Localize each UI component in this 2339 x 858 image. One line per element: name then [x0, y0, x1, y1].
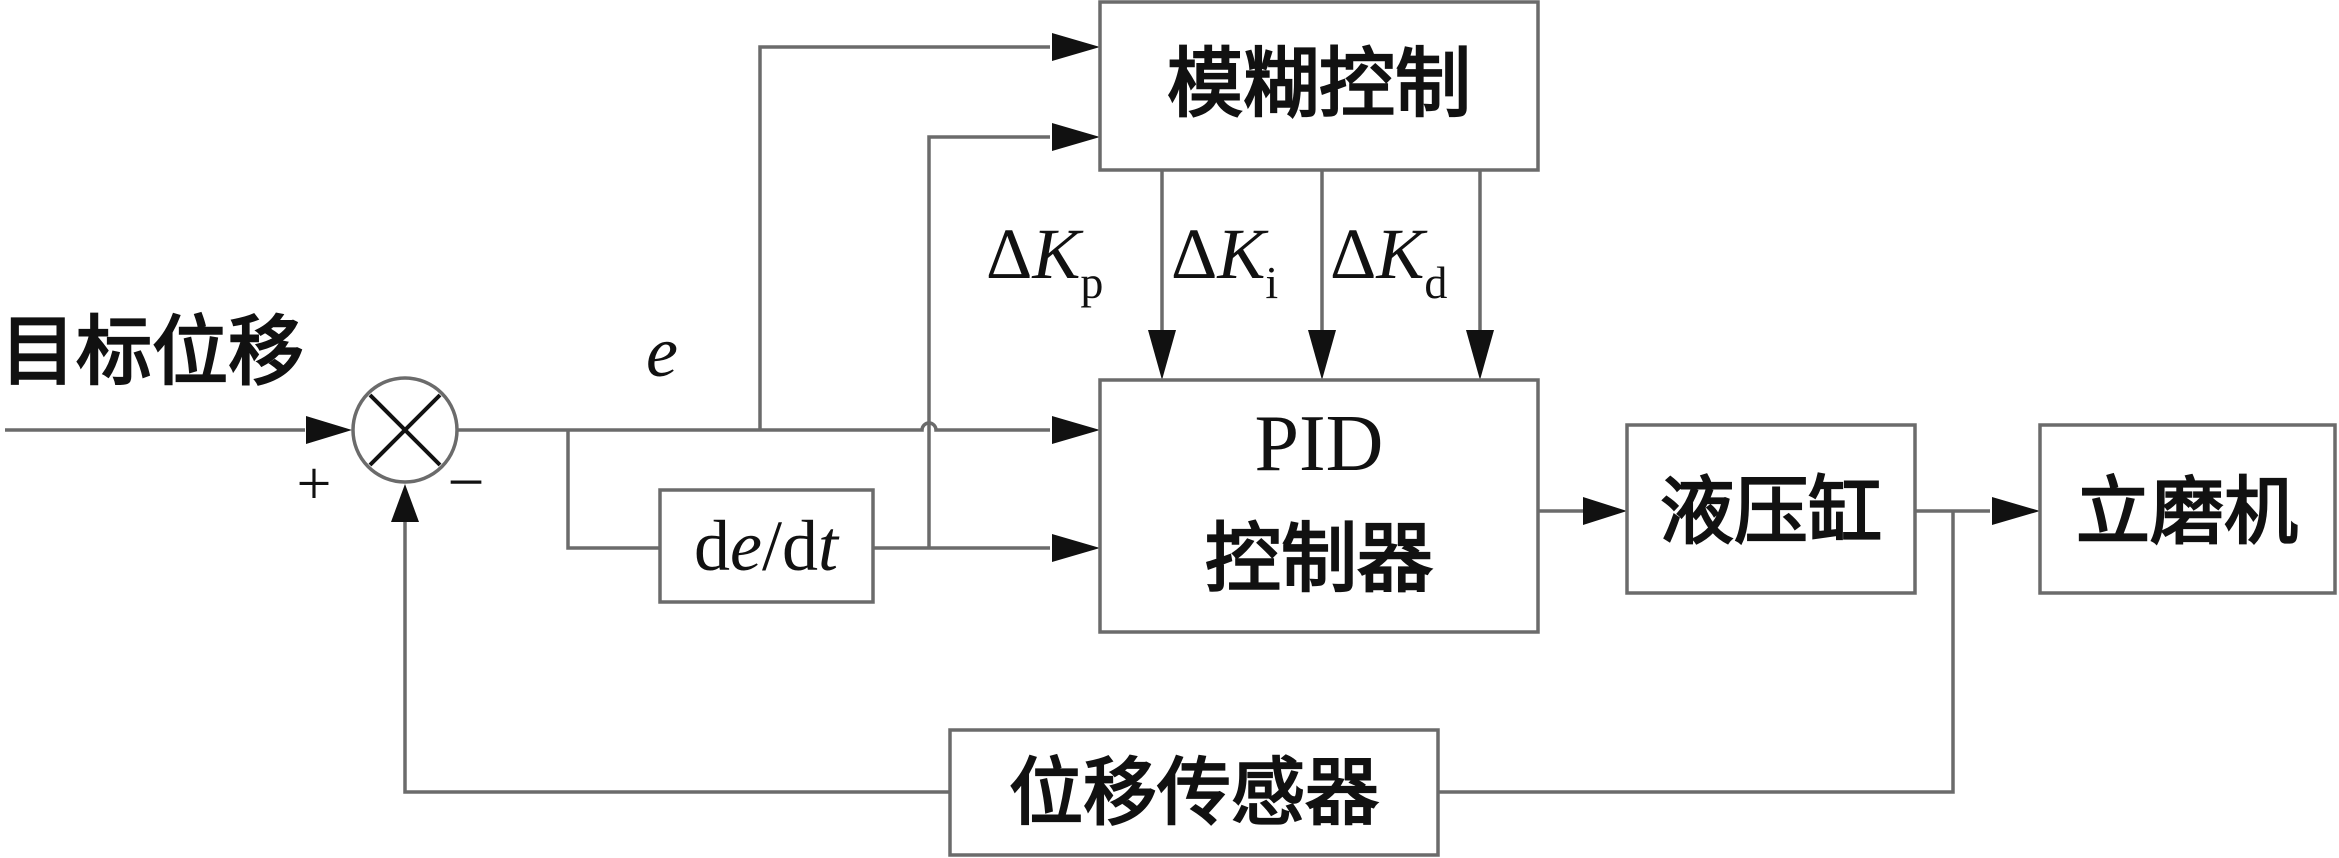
vertical-mill-label: 立磨机	[2076, 469, 2298, 555]
arrow-gain-i	[1308, 330, 1336, 380]
arrow-fuzzy-in-1	[1052, 33, 1100, 61]
derivative-to-fuzzy-line	[927, 135, 1050, 548]
arrow-to-cylinder	[1583, 497, 1627, 525]
arrow-pid-in-e	[1052, 416, 1100, 444]
arrow-pid-in-de	[1052, 534, 1100, 562]
plus-sign: +	[297, 450, 332, 518]
fuzzy-control-block: 模糊控制	[1098, 0, 1540, 172]
vertical-mill-block: 立磨机	[2038, 423, 2337, 595]
hydraulic-cylinder-label: 液压缸	[1660, 469, 1882, 555]
arrow-input	[306, 416, 352, 444]
derivative-label: de/dt	[694, 506, 840, 586]
summing-junction	[351, 376, 459, 484]
feedback-to-sensor-line	[1438, 511, 1955, 794]
gain-labels: ΔKp ΔKi ΔKd	[986, 214, 1447, 308]
arrow-fuzzy-in-2	[1052, 123, 1100, 151]
arrow-gain-p	[1148, 330, 1176, 380]
arrow-gain-d	[1466, 330, 1494, 380]
error-line-to-pid	[568, 421, 1050, 432]
arrowheads	[306, 33, 2040, 562]
target-displacement-label: 目标位移	[0, 307, 304, 396]
error-to-fuzzy-line	[758, 45, 1050, 430]
arrow-feedback	[391, 484, 419, 522]
pid-controller-block: PID 控制器	[1098, 378, 1540, 634]
delta-kd-label: ΔKd	[1330, 214, 1447, 308]
displacement-sensor-label: 位移传感器	[1009, 750, 1380, 836]
error-to-derivative-line	[566, 430, 660, 550]
pid-label: PID	[1255, 400, 1384, 488]
derivative-block: de/dt	[658, 488, 875, 604]
connection-lines	[5, 45, 1990, 794]
displacement-sensor-block: 位移传感器	[948, 728, 1440, 857]
pid-controller-label: 控制器	[1205, 514, 1434, 603]
delta-kp-label: ΔKp	[986, 214, 1103, 308]
delta-ki-label: ΔKi	[1171, 214, 1278, 308]
minus-sign: −	[447, 446, 484, 519]
arrow-to-mill	[1992, 497, 2040, 525]
error-signal-label: e	[646, 312, 678, 392]
sensor-to-summer-line	[403, 520, 950, 794]
hydraulic-cylinder-block: 液压缸	[1625, 423, 1917, 595]
fuzzy-control-label: 模糊控制	[1167, 39, 1471, 128]
